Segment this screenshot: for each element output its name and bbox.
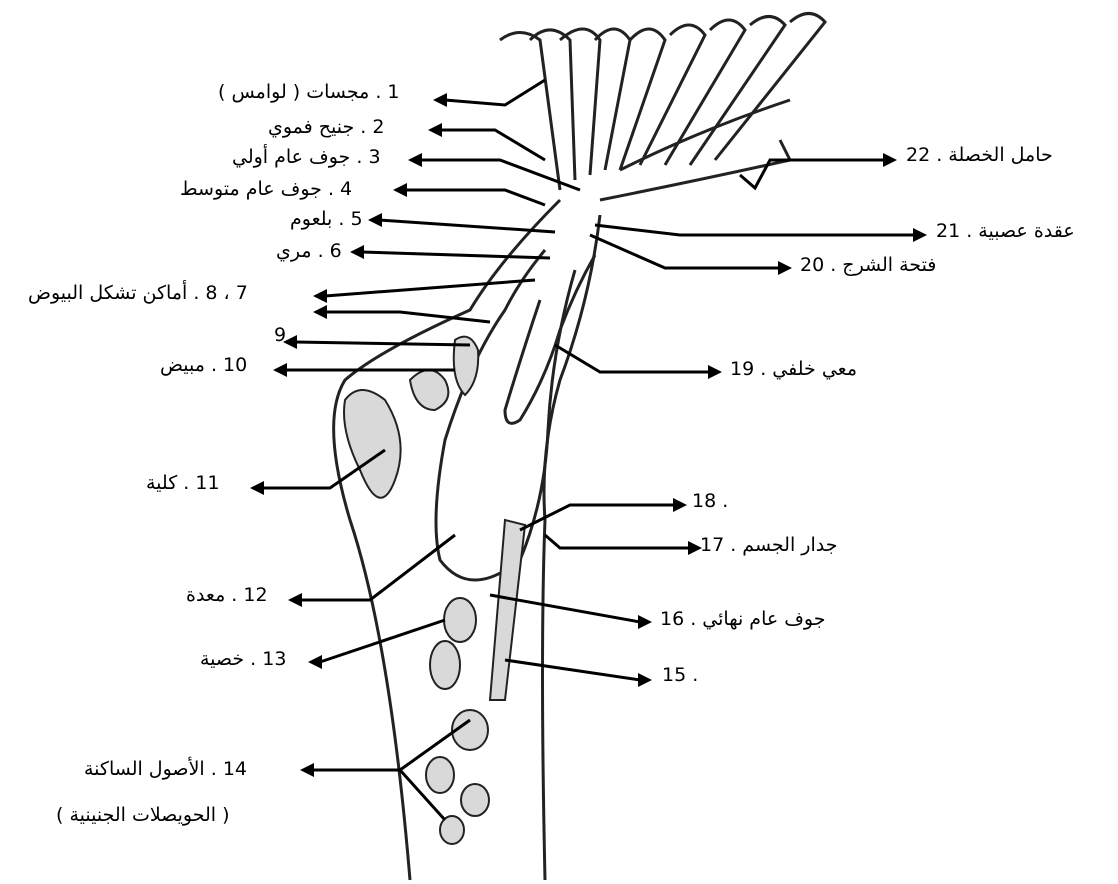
pointer-4 bbox=[405, 190, 545, 205]
label-15: 15 . bbox=[662, 666, 698, 685]
ovary-kidney bbox=[344, 337, 478, 498]
label-3-protocoel: 3 . جوف عام أولي bbox=[232, 148, 381, 167]
label-14-dormant-buds: 14 . الأصول الساكنة bbox=[84, 760, 247, 779]
label-19-hindgut: معي خلفي . 19 bbox=[730, 360, 857, 379]
label-17-body-wall: جدار الجسم . 17 bbox=[700, 536, 837, 555]
label-21-ganglion: عقدة عصبية . 21 bbox=[936, 222, 1075, 241]
label-4-mesocoel: 4 . جوف عام متوسط bbox=[180, 180, 352, 199]
pointer-15 bbox=[505, 660, 640, 680]
label-9: 9 bbox=[274, 326, 286, 345]
label-1-tentacles: 1 . مجسات ( لوامس ) bbox=[218, 83, 400, 102]
pointer-7 bbox=[325, 280, 535, 296]
label-14-statoblasts: ( الحويصلات الجنينية ) bbox=[56, 806, 230, 825]
pointer-19 bbox=[555, 345, 710, 372]
pointer-6 bbox=[362, 252, 550, 258]
tentacles bbox=[500, 14, 825, 201]
label-13-testis: 13 . خصية bbox=[200, 650, 286, 669]
pointer-20 bbox=[590, 235, 780, 268]
label-20-anus: فتحة الشرج . 20 bbox=[800, 256, 936, 275]
pointer-22 bbox=[740, 160, 885, 188]
pointer-5 bbox=[380, 220, 555, 232]
label-10-ovary: 10 . مبيض bbox=[160, 356, 247, 375]
label-5-pharynx: 5 . بلعوم bbox=[290, 210, 363, 229]
label-16-metacoel: جوف عام نهائي . 16 bbox=[660, 610, 826, 629]
body-wall bbox=[334, 200, 600, 880]
label-18: 18 . bbox=[692, 492, 728, 511]
testis-buds bbox=[426, 598, 489, 844]
label-2-oral-fold: 2 . جنيح فموي bbox=[268, 118, 384, 137]
label-11-kidney: 11 . كلية bbox=[146, 474, 220, 493]
label-7-8-egg-sites: 7 ، 8 . أماكن تشكل البيوض bbox=[28, 284, 248, 303]
label-22-lophophore-base: حامل الخصلة . 22 bbox=[906, 146, 1053, 165]
label-12-stomach: 12 . معدة bbox=[186, 586, 268, 605]
funiculus bbox=[490, 520, 525, 700]
pointer-1 bbox=[445, 80, 545, 105]
pointer-17 bbox=[545, 535, 690, 548]
pointer-21 bbox=[595, 225, 915, 235]
pointer-12 bbox=[300, 535, 455, 600]
pointer-2 bbox=[440, 130, 545, 160]
pointer-9 bbox=[295, 342, 470, 345]
label-6-esophagus: 6 . مري bbox=[276, 242, 342, 261]
